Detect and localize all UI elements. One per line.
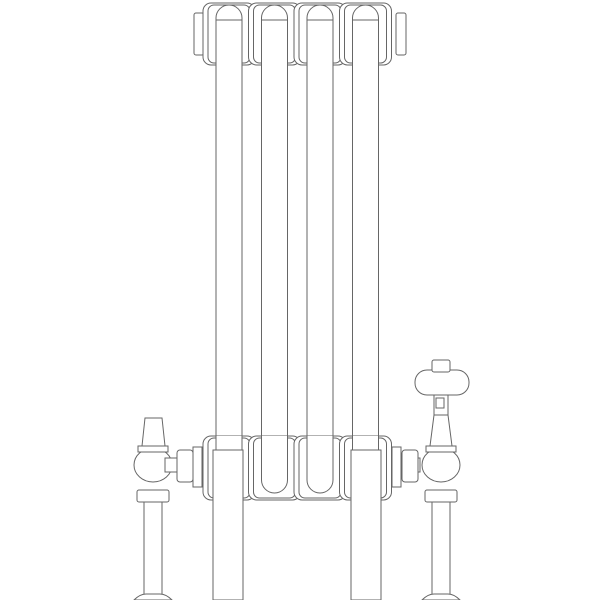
radiator-column-tubes xyxy=(215,19,379,441)
right-valve-thermostatic xyxy=(391,359,470,600)
left-valve-lockshield xyxy=(133,417,203,600)
column-tube xyxy=(215,19,243,441)
radiator-right-foot xyxy=(350,449,382,600)
column-bottom-dome xyxy=(261,436,288,494)
column-bottom-dome xyxy=(306,436,334,494)
column-tube xyxy=(352,19,379,441)
column-tube xyxy=(261,19,288,441)
radiator-left-foot xyxy=(212,449,244,600)
column-tube xyxy=(306,19,334,441)
header-end-cap xyxy=(395,12,407,56)
